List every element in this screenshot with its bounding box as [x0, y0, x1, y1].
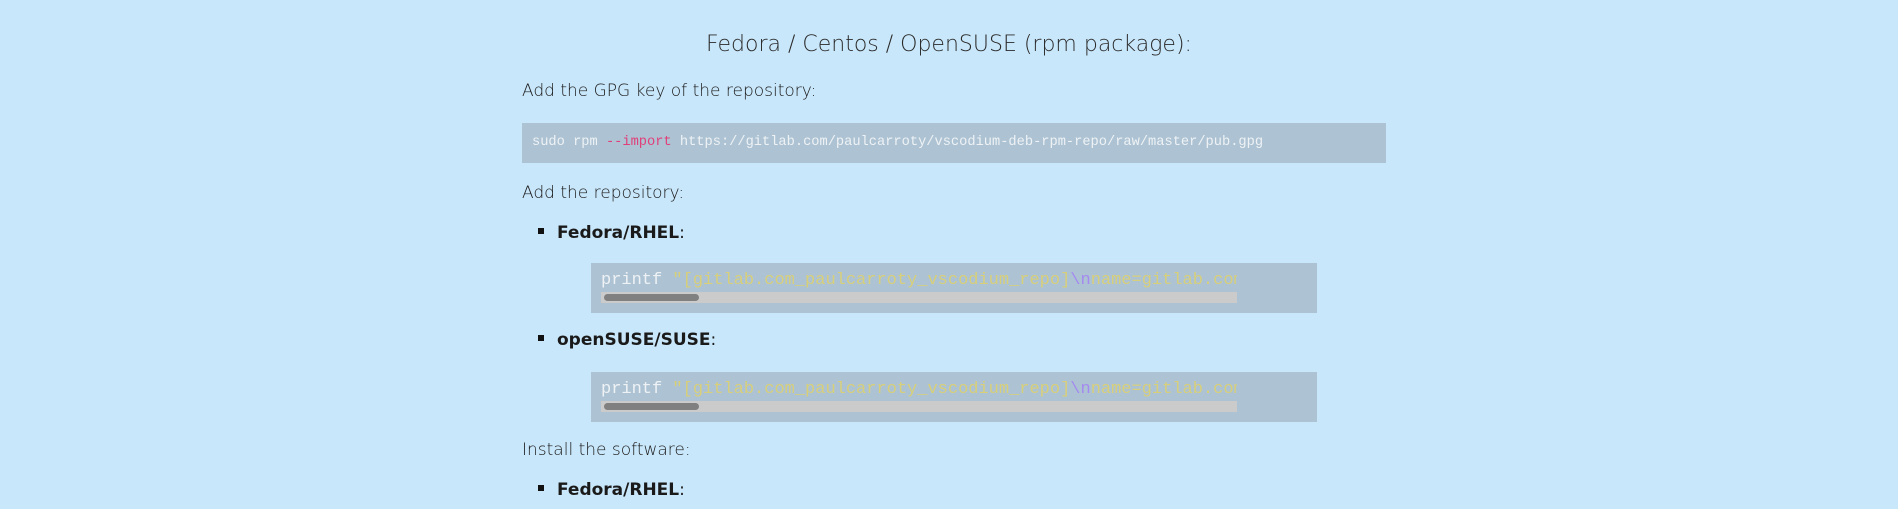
- list-item-label: Fedora/RHEL: [557, 480, 680, 500]
- list-item-suffix: :: [679, 223, 685, 243]
- bullet-icon: [538, 485, 544, 491]
- opensuse-repo-code-block[interactable]: printf "[gitlab.com_paulcarroty_vscodium…: [591, 372, 1317, 422]
- scrollbar-thumb[interactable]: [604, 294, 699, 301]
- code-cmd: printf: [601, 271, 673, 290]
- list-item-fedora: Fedora/RHEL:: [538, 223, 685, 243]
- bullet-icon: [538, 335, 544, 341]
- scrollbar-thumb[interactable]: [604, 403, 699, 410]
- code-string: "[gitlab.com_paulcarroty_vscodium_repo]: [672, 380, 1071, 399]
- gpg-code-block[interactable]: sudo rpm --import https://gitlab.com/pau…: [522, 123, 1386, 163]
- code-string: "[gitlab.com_paulcarroty_vscodium_repo]: [672, 271, 1071, 290]
- code-cmd: sudo rpm: [532, 135, 606, 150]
- step-install-text: Install the software:: [522, 440, 691, 460]
- list-item-opensuse: openSUSE/SUSE:: [538, 330, 716, 350]
- code-escape: \n: [1070, 380, 1091, 399]
- horizontal-scrollbar[interactable]: [601, 401, 1237, 412]
- code-string: name=gitlab.com_paulcarroty_vscodium_rep…: [1090, 271, 1237, 290]
- section-heading: Fedora / Centos / OpenSUSE (rpm package)…: [706, 32, 1192, 57]
- list-item-label: openSUSE/SUSE: [557, 330, 711, 350]
- list-item-install-fedora: Fedora/RHEL:: [538, 480, 685, 500]
- code-string: name=gitlab.com_paulcarroty_vscodium_rep…: [1090, 380, 1237, 399]
- fedora-repo-code-block[interactable]: printf "[gitlab.com_paulcarroty_vscodium…: [591, 263, 1317, 313]
- step-repo-text: Add the repository:: [522, 183, 685, 203]
- code-line: printf "[gitlab.com_paulcarroty_vscodium…: [601, 271, 1237, 291]
- code-flag: --import: [605, 135, 672, 150]
- list-item-suffix: :: [710, 330, 717, 350]
- list-item-suffix: :: [679, 480, 685, 500]
- bullet-icon: [538, 228, 544, 234]
- step-gpg-text: Add the GPG key of the repository:: [522, 81, 817, 101]
- code-cmd: printf: [601, 380, 673, 399]
- list-item-label: Fedora/RHEL: [557, 223, 680, 243]
- code-escape: \n: [1070, 271, 1091, 290]
- code-url: https://gitlab.com/paulcarroty/vscodium-…: [671, 135, 1264, 150]
- horizontal-scrollbar[interactable]: [601, 292, 1237, 303]
- code-line: printf "[gitlab.com_paulcarroty_vscodium…: [601, 380, 1237, 400]
